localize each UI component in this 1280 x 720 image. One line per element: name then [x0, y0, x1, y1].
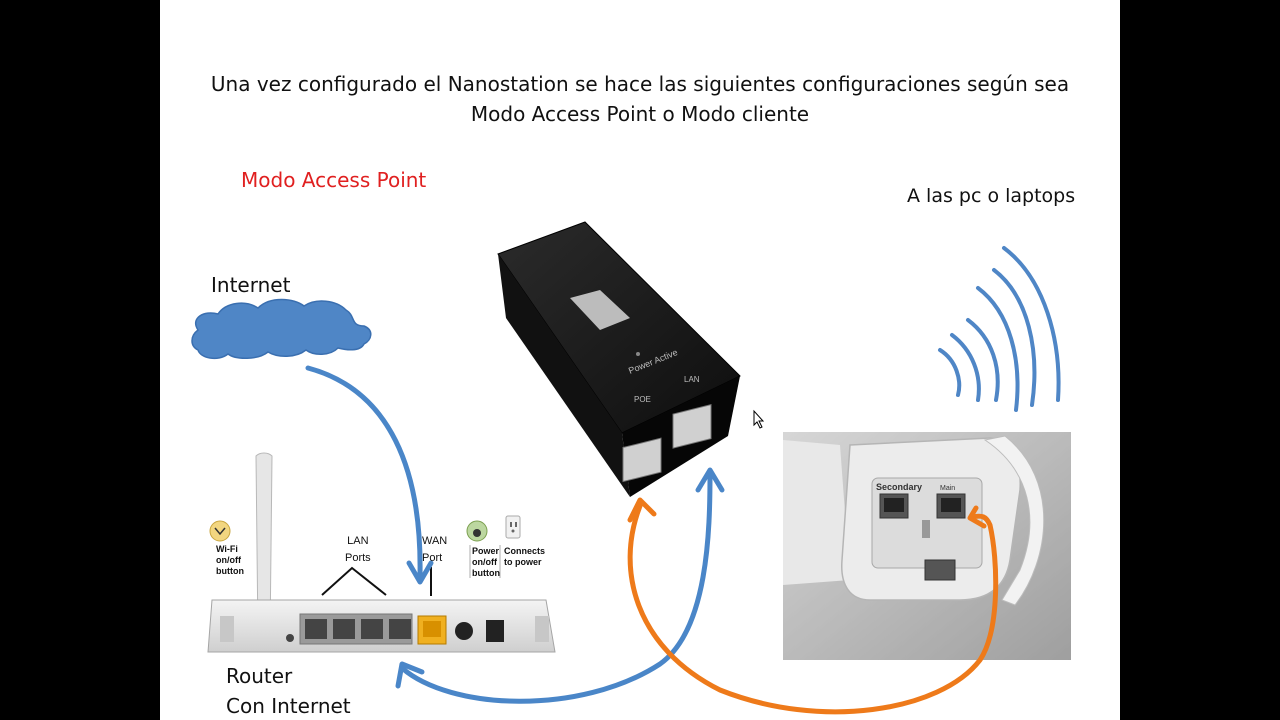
power-outlet-icon	[505, 515, 521, 539]
mode-access-point-label: Modo Access Point	[241, 168, 427, 192]
router-to-poe-lan-cable	[399, 471, 713, 704]
wifi-button-label: Wi-Fi on/off button	[216, 544, 244, 576]
router	[207, 452, 556, 653]
arrowhead-icon	[967, 505, 987, 529]
connects-power-label: Connects to power	[504, 546, 546, 567]
slide: Secondary Main	[160, 0, 1120, 720]
arrowhead-icon	[627, 497, 657, 523]
poe-port-label: POE	[634, 395, 651, 404]
internet-label: Internet	[211, 273, 291, 297]
wifi-button-icon	[209, 520, 231, 542]
page-title-line-2: Modo Access Point o Modo cliente	[470, 102, 810, 126]
nanostation-photo	[783, 432, 1071, 660]
poe-lan-port-label: LAN	[684, 375, 700, 384]
arrowhead-icon	[395, 661, 425, 689]
poe-adapter	[497, 221, 741, 497]
wifi-waves-icon	[938, 246, 1061, 412]
router-label: Router	[226, 664, 293, 688]
power-button-label: Power on/off button	[472, 546, 500, 578]
page-title-line-1: Una vez configurado el Nanostation se ha…	[210, 72, 1070, 96]
nanostation-main-label: Main	[940, 485, 955, 492]
ubiquiti-logo-icon	[570, 290, 630, 330]
poe-to-nanostation-cable	[627, 503, 999, 715]
router-subtitle: Con Internet	[226, 694, 351, 718]
internet-to-router-cable	[305, 365, 423, 579]
internet-cloud-icon	[191, 298, 372, 360]
to-pcs-label: A las pc o laptops	[907, 185, 1076, 207]
arrowhead-icon	[695, 467, 725, 493]
power-button-icon	[466, 520, 488, 542]
nanostation-secondary-label: Secondary	[876, 482, 922, 492]
lan-ports-label: LAN Ports	[345, 535, 371, 564]
arrowhead-icon	[406, 560, 434, 585]
network-diagram: Secondary Main	[191, 221, 1071, 715]
wan-port-label: WAN Port	[422, 535, 448, 564]
cursor-icon	[753, 409, 765, 429]
